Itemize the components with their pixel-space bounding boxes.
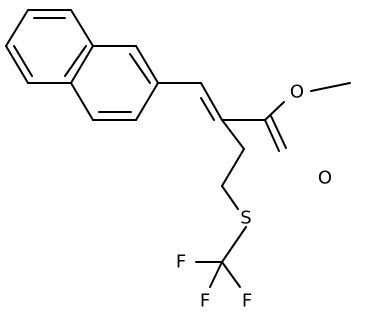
bond xyxy=(135,45,159,84)
atom-label-fluorine: F xyxy=(200,291,210,312)
naphthalene-ring xyxy=(5,9,159,121)
bond-inner xyxy=(13,45,33,77)
bond xyxy=(5,45,29,84)
bond xyxy=(221,261,241,288)
atom-label-carbonyl-oxygen: O xyxy=(318,168,332,189)
atom-labels: O O S F F F xyxy=(176,82,332,312)
bond xyxy=(310,82,351,92)
acrylate-chain xyxy=(157,82,351,288)
double-bond xyxy=(270,115,287,149)
bond-inner xyxy=(64,45,87,77)
bond xyxy=(5,9,29,47)
bond xyxy=(135,82,159,121)
bond xyxy=(264,101,285,121)
bond xyxy=(209,261,223,288)
bond xyxy=(70,9,94,47)
double-bond xyxy=(200,97,215,121)
bond xyxy=(221,119,245,150)
double-bond xyxy=(264,119,280,152)
bond xyxy=(221,148,245,187)
atom-label-fluorine: F xyxy=(176,252,186,273)
bond xyxy=(221,226,247,263)
bond xyxy=(70,82,94,121)
bond-inner xyxy=(129,53,151,84)
atom-label-fluorine: F xyxy=(242,291,252,312)
bond xyxy=(70,45,94,84)
atom-label-sulfur: S xyxy=(240,208,251,229)
atom-label-ring-oxygen: O xyxy=(290,82,304,103)
double-bond xyxy=(200,82,223,121)
bond xyxy=(221,185,239,210)
